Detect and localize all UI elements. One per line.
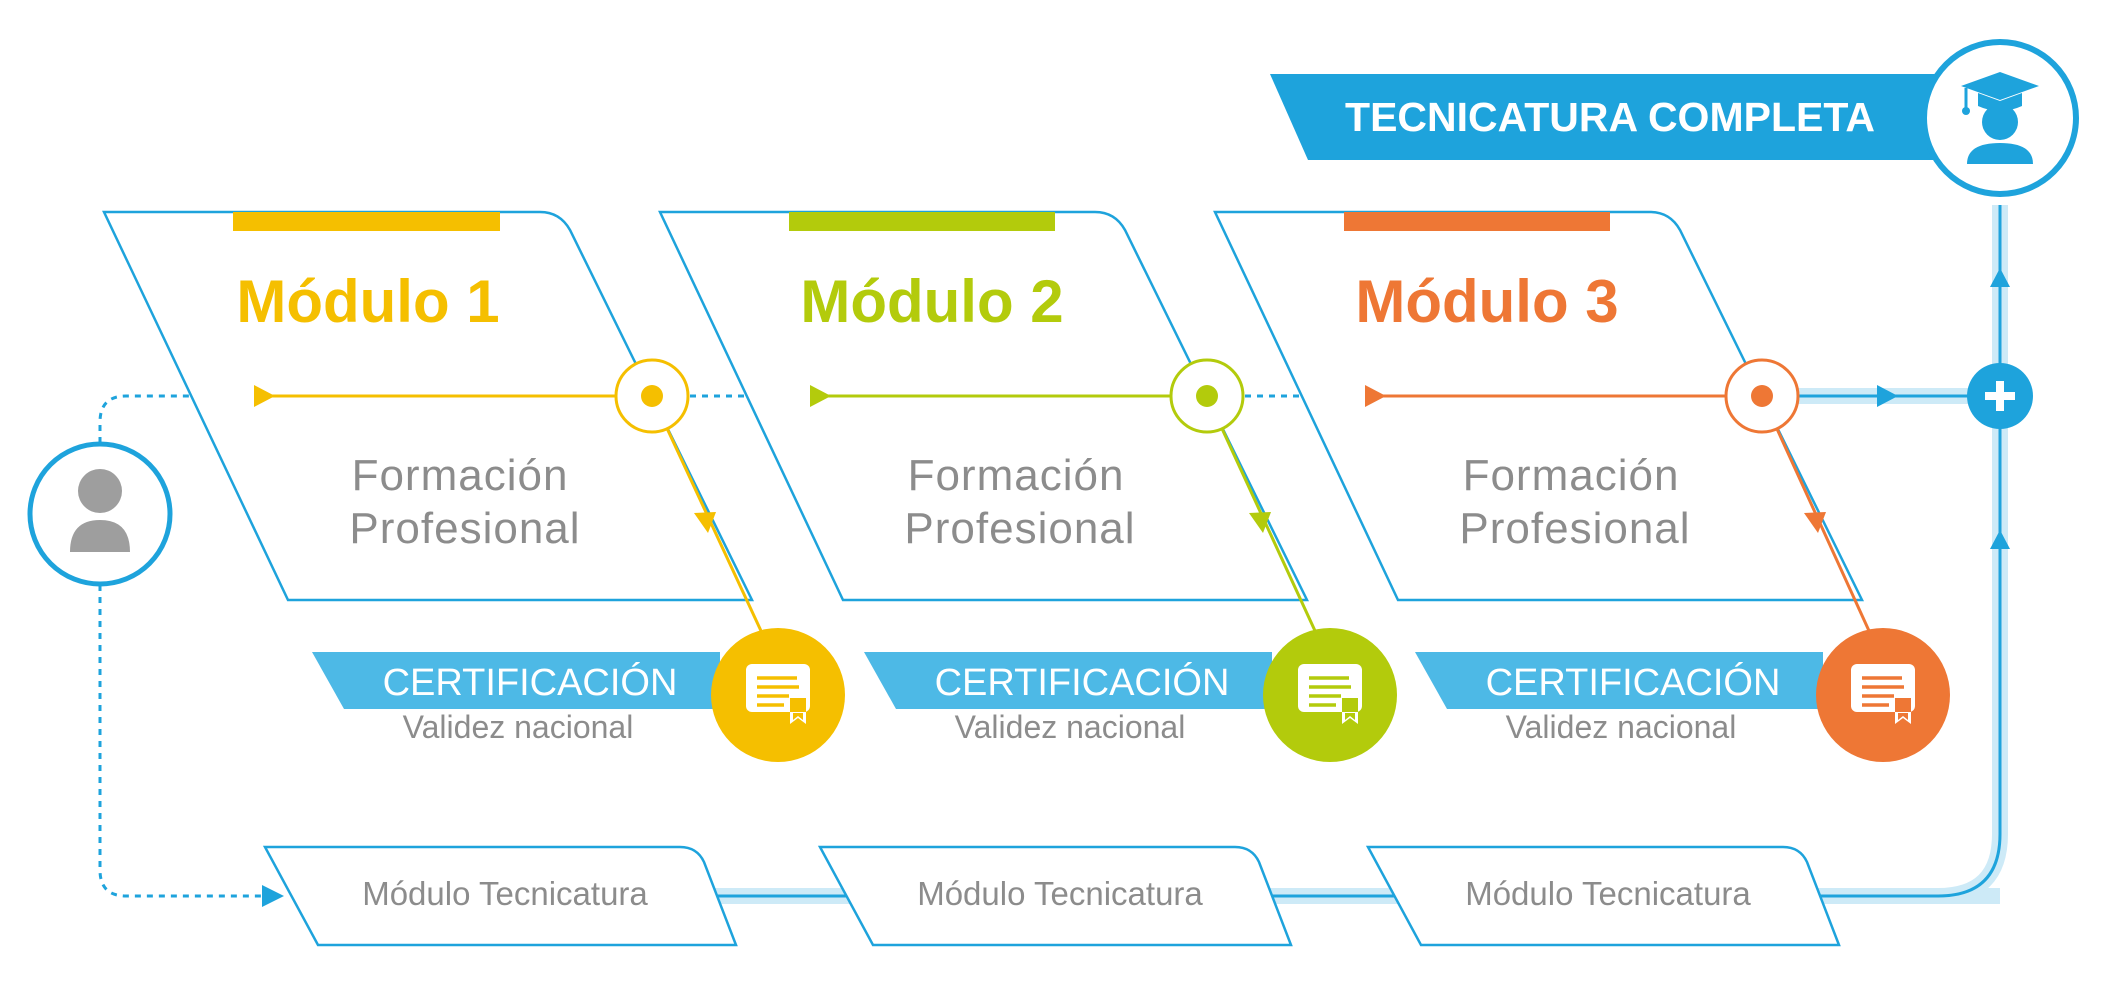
- tecnicatura-box: [817, 845, 1293, 947]
- plus-icon: [1967, 363, 2033, 429]
- module-subtitle-line1: Formación: [1463, 451, 1680, 500]
- module-accent-bar: [233, 212, 500, 231]
- certification-title: CERTIFICACIÓN: [1486, 661, 1781, 704]
- module-subtitle-line1: Formación: [908, 451, 1125, 500]
- module-subtitle-line2: Profesional: [904, 504, 1135, 553]
- module-accent-bar: [789, 212, 1055, 231]
- tecnicatura-box: [1365, 845, 1841, 947]
- tecnicatura-box: [262, 845, 738, 947]
- module-2: Módulo 2 Formación Profesional CERTIFICA…: [658, 210, 1397, 947]
- module-title: Módulo 1: [236, 268, 499, 335]
- certification-banner: [1415, 652, 1823, 709]
- module-title: Módulo 3: [1355, 268, 1618, 335]
- person-icon: [27, 441, 173, 587]
- tecnicatura-label: Módulo Tecnicatura: [362, 875, 648, 912]
- module-subtitle-line2: Profesional: [349, 504, 580, 553]
- completion-banner: TECNICATURA COMPLETA: [1270, 39, 2079, 197]
- module-1: Módulo 1 Formación Profesional CERTIFICA…: [102, 210, 845, 947]
- certification-subtitle: Validez nacional: [1506, 709, 1737, 745]
- certification-title: CERTIFICACIÓN: [383, 661, 678, 704]
- certification-title: CERTIFICACIÓN: [935, 661, 1230, 704]
- certification-subtitle: Validez nacional: [403, 709, 634, 745]
- module-title: Módulo 2: [800, 268, 1063, 335]
- tecnicatura-label: Módulo Tecnicatura: [1465, 875, 1751, 912]
- technical-route: [712, 205, 2010, 904]
- certification-subtitle: Validez nacional: [955, 709, 1186, 745]
- module-accent-bar: [1344, 212, 1610, 231]
- module-3: Módulo 3 Formación Profesional CERTIFICA…: [1213, 210, 1950, 947]
- certification-banner: [864, 652, 1272, 709]
- banner-title: TECNICATURA COMPLETA: [1345, 94, 1875, 140]
- certification-banner: [312, 652, 720, 709]
- tecnicatura-label: Módulo Tecnicatura: [917, 875, 1203, 912]
- module-subtitle-line1: Formación: [352, 451, 569, 500]
- module-subtitle-line2: Profesional: [1459, 504, 1690, 553]
